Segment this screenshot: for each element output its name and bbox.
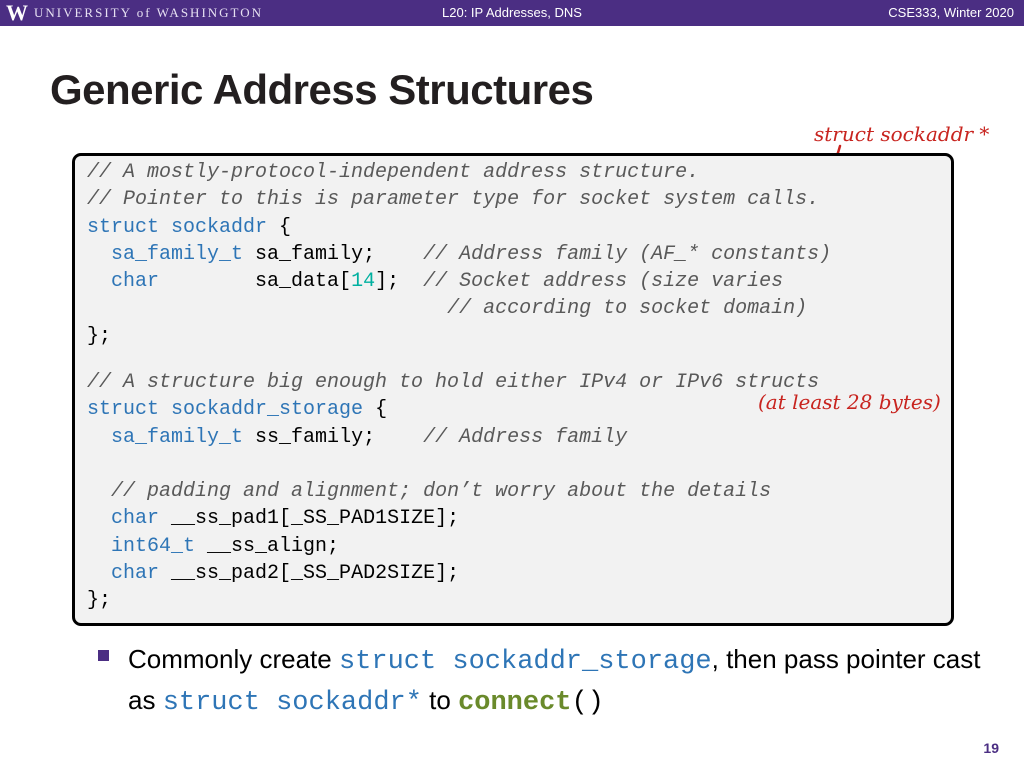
bullet-code-sockaddr-storage: struct sockaddr_storage	[338, 647, 712, 677]
code-text: {	[267, 215, 292, 239]
lecture-title: L20: IP Addresses, DNS	[442, 5, 582, 20]
code-comment: // A structure big enough to hold either…	[87, 371, 820, 394]
annotation-at-least-28-bytes: (at least 28 bytes)	[758, 390, 941, 414]
code-comment: // Pointer to this is parameter type for…	[87, 188, 820, 212]
code-text: {	[363, 398, 388, 422]
bullet-text: Commonly create struct sockaddr_storage,…	[128, 640, 988, 722]
code-text: ];	[375, 270, 424, 294]
code-box: // A mostly-protocol-independent address…	[72, 153, 954, 626]
header-bar: W UNIVERSITY of WASHINGTON L20: IP Addre…	[0, 0, 1024, 26]
bullet-text-part: Commonly create	[128, 644, 339, 674]
code-text: ss_family;	[243, 425, 424, 449]
code-comment: // Address family	[423, 425, 628, 449]
code-comment: // Address family (AF_* constants)	[423, 242, 832, 266]
code-struct-name: sockaddr_storage	[171, 398, 364, 422]
page-number: 19	[983, 740, 999, 756]
code-type: char	[111, 507, 160, 531]
code-comment: // Socket address (size varies	[423, 270, 784, 294]
bullet-function-connect: connect	[458, 688, 572, 718]
annotation-struct-sockaddr-ptr: struct sockaddr *	[814, 122, 990, 146]
code-number: 14	[351, 270, 376, 294]
code-text: sa_data[	[159, 270, 352, 294]
code-comment: // A mostly-protocol-independent address…	[87, 161, 700, 184]
bullet-code-sockaddr-ptr: struct sockaddr*	[162, 688, 422, 718]
code-type: sa_family_t	[111, 242, 244, 266]
code-type: sa_family_t	[111, 425, 244, 449]
code-block-sockaddr-storage: // A structure big enough to hold either…	[87, 369, 819, 615]
code-block-sockaddr: // A mostly-protocol-independent address…	[87, 159, 831, 350]
bullet-text-part: , then pass pointer cast as	[128, 644, 981, 715]
code-keyword: struct	[87, 398, 160, 422]
code-text: __ss_pad2[_SS_PAD2SIZE];	[159, 562, 460, 586]
code-type: char	[111, 562, 160, 586]
code-struct-name: sockaddr	[171, 215, 268, 239]
bullet-square-icon	[98, 650, 109, 661]
code-indent	[87, 297, 447, 320]
course-label: CSE333, Winter 2020	[888, 5, 1014, 20]
code-text: };	[87, 589, 112, 613]
code-text: __ss_align;	[195, 534, 340, 558]
code-comment: // padding and alignment; don’t worry ab…	[111, 480, 772, 504]
code-keyword: struct	[87, 215, 160, 239]
code-text: __ss_pad1[_SS_PAD1SIZE];	[159, 507, 460, 531]
code-text: };	[87, 324, 112, 348]
uw-w-mark: W	[6, 0, 28, 25]
bullet-text-part: to	[421, 685, 459, 715]
uw-wordmark: UNIVERSITY of WASHINGTON	[34, 5, 264, 20]
code-type: char	[111, 270, 160, 294]
slide-title: Generic Address Structures	[50, 66, 594, 113]
code-type: int64_t	[111, 534, 196, 558]
bullet-parens: ()	[571, 688, 604, 718]
code-text: sa_family;	[243, 242, 424, 266]
code-comment: // according to socket domain)	[447, 297, 808, 321]
uw-logo: W UNIVERSITY of WASHINGTON	[6, 2, 263, 24]
